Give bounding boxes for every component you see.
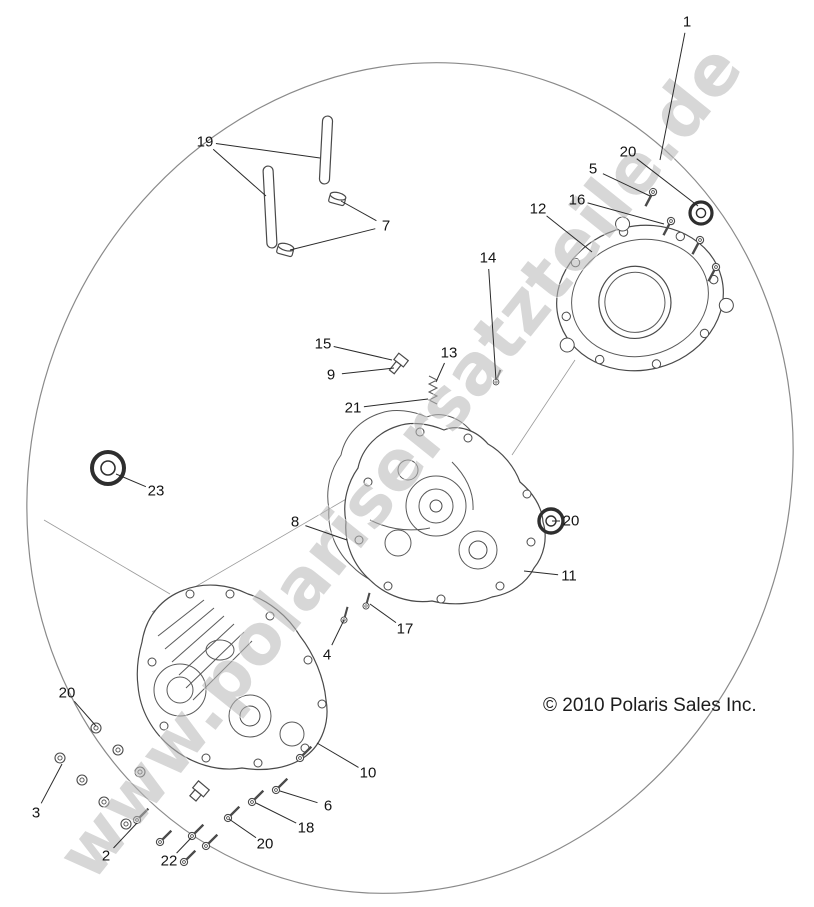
leader-line <box>636 158 699 207</box>
callout-3: 3 <box>32 805 40 822</box>
callout-13: 13 <box>441 345 458 362</box>
callout-15: 15 <box>315 336 332 353</box>
leader-line <box>363 398 429 408</box>
callout-21: 21 <box>345 400 362 417</box>
bolt <box>361 591 374 611</box>
leader-line <box>115 473 147 488</box>
bolt <box>221 802 244 825</box>
copyright-text: © 2010 Polaris Sales Inc. <box>543 695 757 716</box>
callout-20: 20 <box>620 144 637 161</box>
watermark-text: www.polarisersatzteile.de <box>41 28 758 895</box>
leader-line <box>333 346 393 361</box>
center-gearcase <box>327 409 546 605</box>
leader-line <box>215 143 321 159</box>
bolt <box>177 846 200 869</box>
spacer-bushing-bottom <box>276 242 295 258</box>
leader-line <box>602 173 651 197</box>
spring <box>427 375 439 405</box>
leader-line <box>587 202 665 225</box>
leader-line <box>279 790 318 804</box>
bolt <box>245 786 268 809</box>
leader-line <box>488 268 497 381</box>
callout-23: 23 <box>148 483 165 500</box>
callout-18: 18 <box>298 820 315 837</box>
leader-line <box>176 837 192 854</box>
leader-line <box>212 148 267 197</box>
leader-line <box>305 525 348 541</box>
callout-10: 10 <box>360 765 377 782</box>
bolt <box>269 774 292 797</box>
callout-5: 5 <box>589 161 597 178</box>
washer <box>76 774 88 786</box>
rear-cover-plate <box>556 216 734 372</box>
dowel-pin-long <box>318 115 334 185</box>
leader-line <box>659 32 686 161</box>
callout-20: 20 <box>59 685 76 702</box>
bolt <box>339 605 352 625</box>
leader-line <box>255 802 297 824</box>
leader-line <box>228 818 257 839</box>
leader-line <box>73 700 97 727</box>
leader-line <box>331 619 345 646</box>
leader-line <box>435 362 445 383</box>
leader-line <box>369 603 397 624</box>
fastener-cluster <box>54 722 316 869</box>
callout-8: 8 <box>291 514 299 531</box>
callout-20: 20 <box>257 836 274 853</box>
callout-1: 1 <box>683 14 691 31</box>
washer <box>90 722 102 734</box>
seal-left <box>90 450 126 486</box>
callout-11: 11 <box>561 568 577 585</box>
callout-9: 9 <box>327 367 335 384</box>
leader-line <box>341 367 395 375</box>
callout-20: 20 <box>563 513 580 530</box>
leader-line <box>40 763 63 804</box>
bolt <box>153 826 176 849</box>
callout-2: 2 <box>102 848 110 865</box>
washer <box>54 752 66 764</box>
callout-17: 17 <box>397 621 414 638</box>
callout-19: 19 <box>197 134 214 151</box>
leader-line <box>523 570 559 576</box>
callout-4: 4 <box>323 647 331 664</box>
leader-line <box>546 215 593 253</box>
callout-7: 7 <box>382 218 390 235</box>
leader-line <box>340 200 377 222</box>
spacer-bushing-top <box>328 191 347 207</box>
leader-line <box>289 228 376 251</box>
callout-14: 14 <box>480 250 497 267</box>
callout-16: 16 <box>569 192 586 209</box>
callout-6: 6 <box>324 798 332 815</box>
callout-12: 12 <box>530 201 547 218</box>
vent-fitting <box>388 352 410 375</box>
leader-line <box>316 742 359 768</box>
dowel-pin-short <box>262 165 278 249</box>
leader-line <box>113 822 138 849</box>
callout-22: 22 <box>161 853 178 870</box>
drain-plug <box>189 780 211 802</box>
seal-top-right <box>688 200 714 226</box>
bolt <box>199 830 222 853</box>
